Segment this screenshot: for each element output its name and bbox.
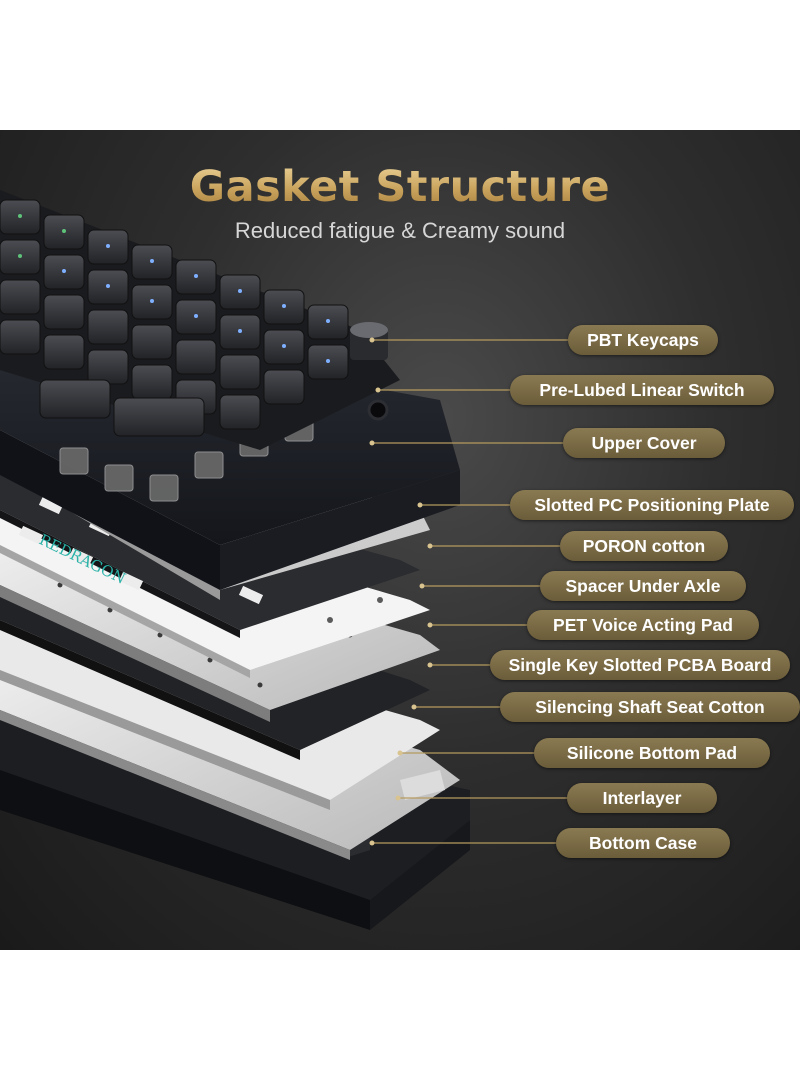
label-silicone-pad: Silicone Bottom Pad: [534, 738, 770, 768]
label-upper-cover: Upper Cover: [563, 428, 725, 458]
label-pcba-board: Single Key Slotted PCBA Board: [490, 650, 790, 680]
label-silencing-cotton: Silencing Shaft Seat Cotton: [500, 692, 800, 722]
title-word-2: Structure: [375, 162, 611, 212]
label-bottom-case: Bottom Case: [556, 828, 730, 858]
exploded-keyboard-illustration: REDRAGON: [0, 190, 568, 930]
label-interlayer: Interlayer: [567, 783, 717, 813]
page-subtitle: Reduced fatigue & Creamy sound: [234, 218, 566, 243]
volume-knob: [350, 322, 388, 360]
product-graphic: REDRAGON: [0, 130, 800, 950]
label-pet-pad: PET Voice Acting Pad: [527, 610, 759, 640]
leader-lines: [372, 339, 568, 844]
label-pbt-keycaps: PBT Keycaps: [568, 325, 718, 355]
page-title: Gasket Structure: [0, 162, 800, 212]
label-spacer-under-axle: Spacer Under Axle: [540, 571, 746, 601]
title-word-1: Gasket: [189, 162, 360, 212]
label-positioning-plate: Slotted PC Positioning Plate: [510, 490, 794, 520]
keycaps-layer: [0, 190, 400, 450]
label-linear-switch: Pre-Lubed Linear Switch: [510, 375, 774, 405]
leader-dots: [369, 337, 433, 846]
label-poron-cotton: PORON cotton: [560, 531, 728, 561]
